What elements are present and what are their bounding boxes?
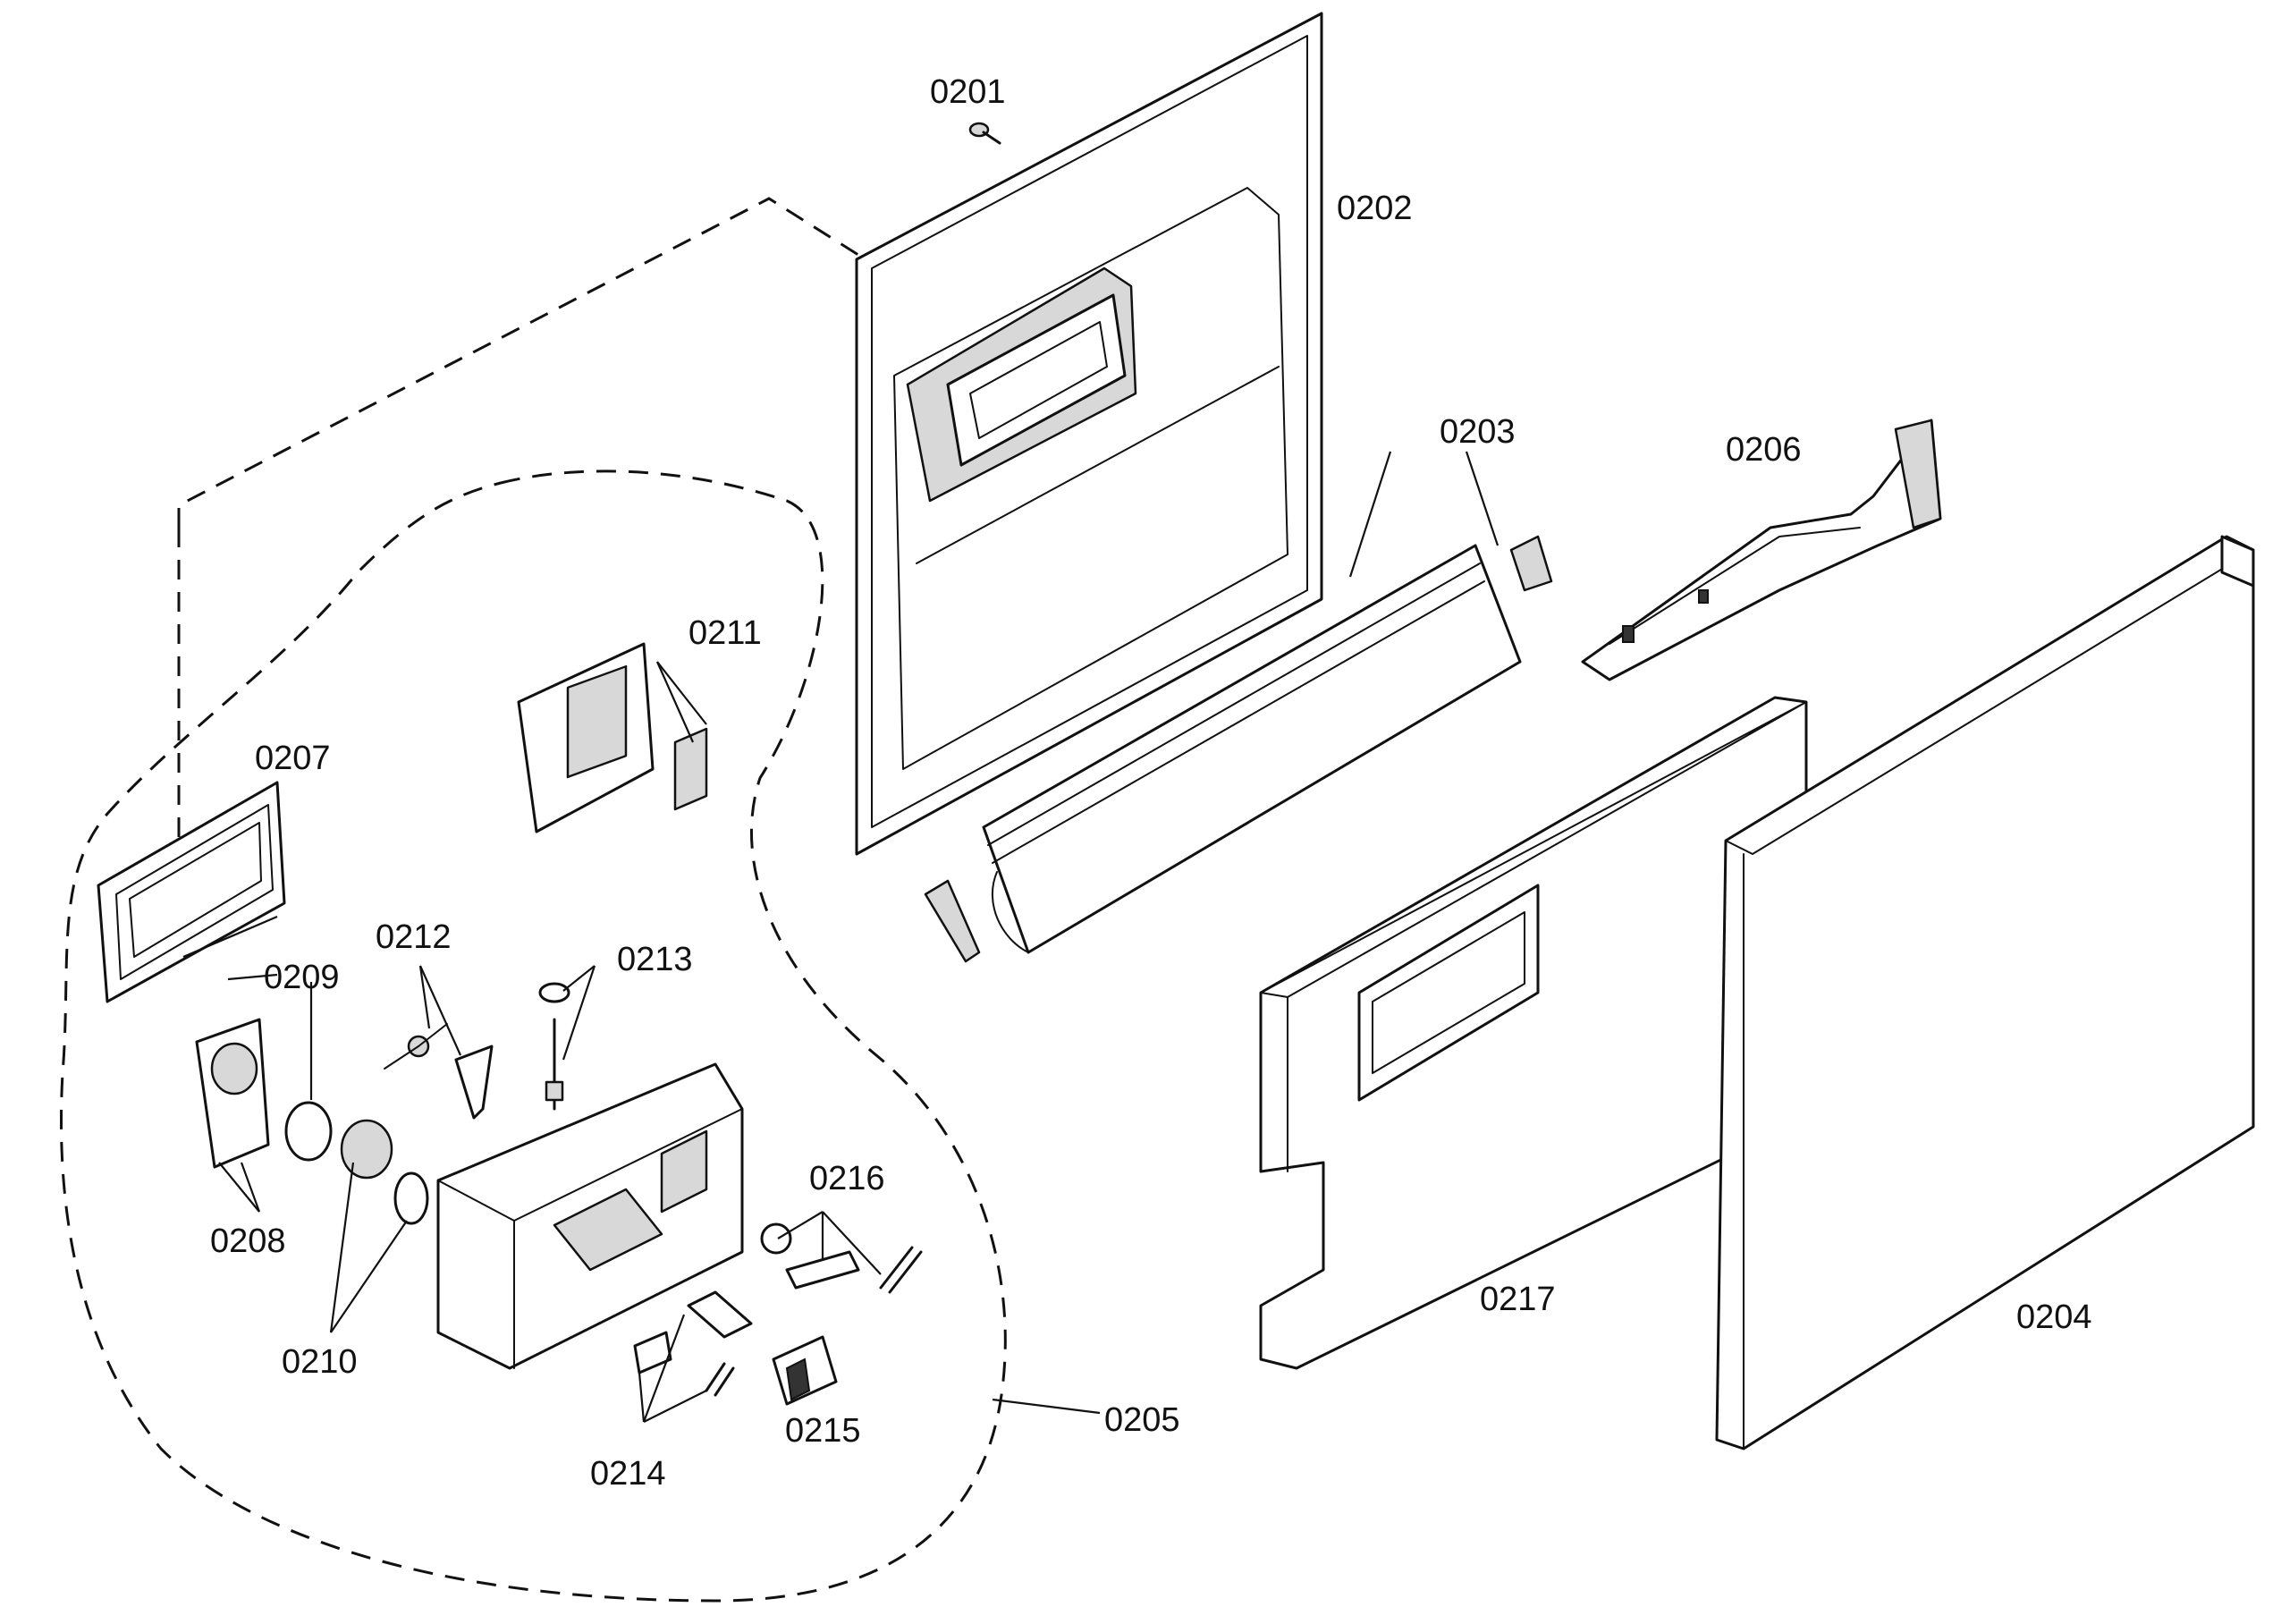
label-0214: 0214 [590,1455,666,1493]
part-0203-trim-strip [924,535,1553,963]
part-0202-inner-door [855,12,1323,856]
label-0215: 0215 [785,1412,861,1450]
label-0203: 0203 [1440,413,1516,451]
label-0217: 0217 [1480,1281,1556,1318]
part-0217-front-panel [1259,696,1808,1370]
part-0206-hinge-bracket [1581,419,1942,681]
part-0209-0210-seals [284,1101,429,1225]
part-0216-ball-arm-spring [760,1222,923,1294]
label-0202: 0202 [1337,190,1413,227]
label-0212: 0212 [376,918,452,956]
part-0214-levers-springs [633,1290,753,1397]
part-0213-pin-washer [538,982,570,1111]
label-0204: 0204 [2016,1298,2092,1336]
label-0210: 0210 [282,1343,358,1381]
part-0204-outer-panel [1715,535,2255,1451]
label-0205: 0205 [1104,1401,1180,1439]
label-0207: 0207 [255,740,331,777]
label-0216: 0216 [809,1160,885,1197]
assembly-link-dashed-line [177,197,859,528]
part-0201-screw [968,122,1001,145]
part-0215-switch [772,1335,838,1406]
label-0208: 0208 [210,1222,286,1260]
assembly-0205-dashed-outline [60,469,1007,1603]
label-0201: 0201 [930,73,1006,111]
part-0205-dispenser-body [436,1062,744,1370]
part-0207-window-frame [97,781,286,1003]
part-0212-spring-lever [384,1023,494,1120]
part-labels: 0201 0202 0203 0206 0211 0207 0212 0213 … [210,73,2092,1493]
label-0209: 0209 [264,959,340,996]
label-0211: 0211 [689,614,762,652]
label-0206: 0206 [1726,431,1802,469]
part-0211-filter-housing [517,642,708,833]
leader-lines [182,451,1500,1423]
label-0213: 0213 [617,941,693,978]
part-0208-dispenser-cover [195,1018,270,1169]
